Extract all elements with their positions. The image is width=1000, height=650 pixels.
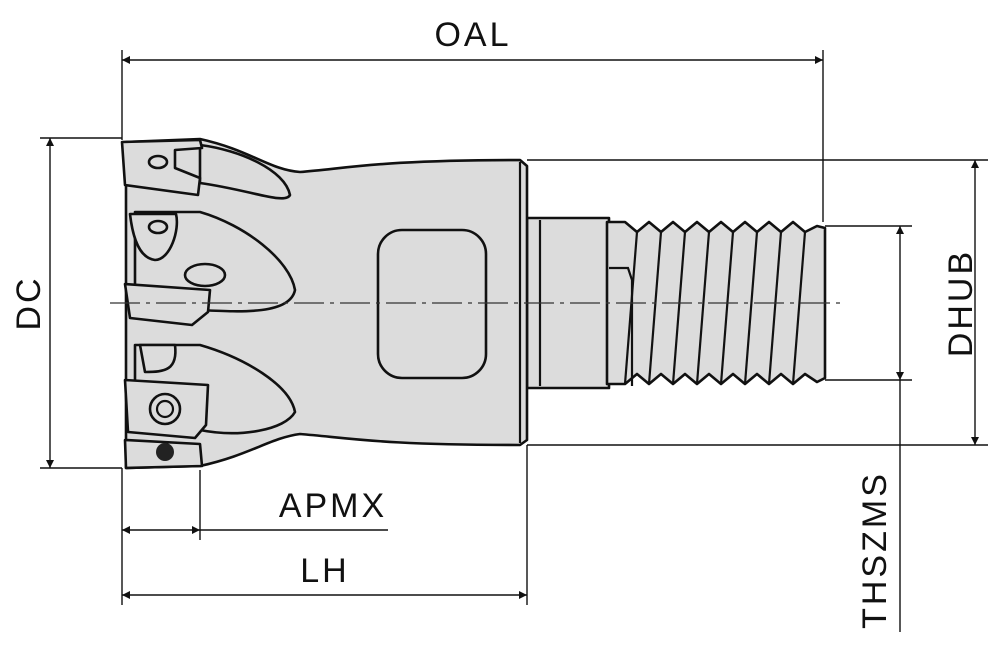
dimension-apmx: APMX <box>121 468 388 605</box>
cutter-body <box>120 137 529 470</box>
dimension-dc: DC <box>10 137 122 469</box>
torx-screw-icon <box>148 392 182 426</box>
dimension-dhub: DHUB <box>527 159 988 446</box>
insert-4 <box>138 343 177 374</box>
flat-pocket <box>376 228 488 380</box>
insert-3 <box>123 282 212 327</box>
dimension-oal: OAL <box>121 16 824 222</box>
label-apmx: APMX <box>279 487 387 525</box>
label-dc: DC <box>10 275 48 330</box>
label-dhub: DHUB <box>942 249 980 357</box>
dimension-lh: LH <box>122 445 528 605</box>
label-oal: OAL <box>434 16 511 54</box>
label-lh: LH <box>300 552 349 590</box>
label-thszms: THSZMS <box>856 471 894 629</box>
dimension-thszms: THSZMS <box>825 225 912 632</box>
